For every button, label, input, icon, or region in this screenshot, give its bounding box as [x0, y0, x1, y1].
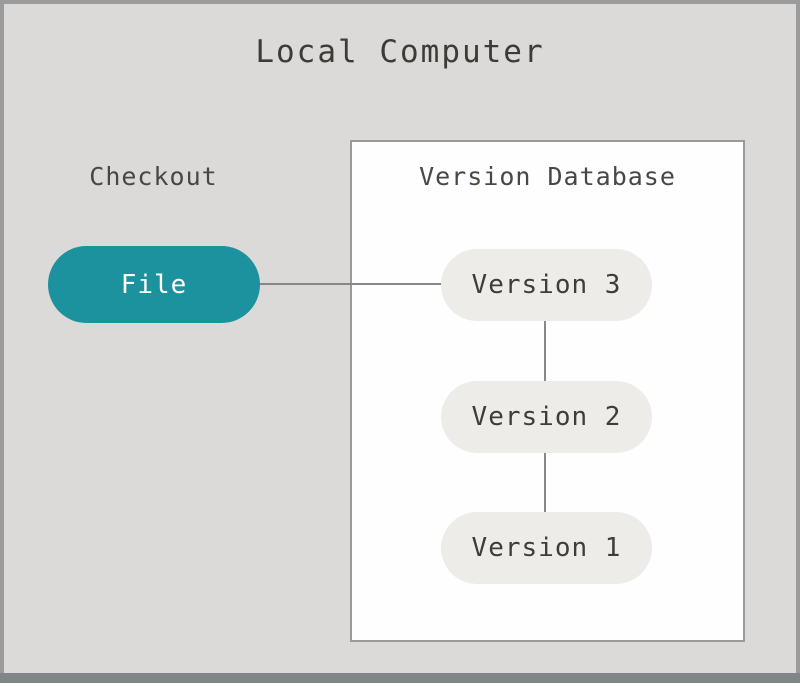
- frame-edge-right: [796, 0, 800, 683]
- checkout-label: Checkout: [89, 162, 218, 191]
- file-node: File: [48, 246, 260, 323]
- version-database-title: Version Database: [419, 162, 676, 191]
- frame-edge-left: [0, 0, 4, 683]
- connector-version2-to-version1: [544, 453, 546, 513]
- frame-edge-top: [0, 0, 800, 4]
- version-node-3: Version 3: [441, 249, 652, 321]
- connector-file-to-version3: [258, 283, 444, 285]
- diagram-title: Local Computer: [255, 34, 545, 70]
- frame-edge-bottom: [0, 673, 800, 683]
- version-node-2: Version 2: [441, 381, 652, 453]
- connector-version3-to-version2: [544, 321, 546, 383]
- version-node-1: Version 1: [441, 512, 652, 584]
